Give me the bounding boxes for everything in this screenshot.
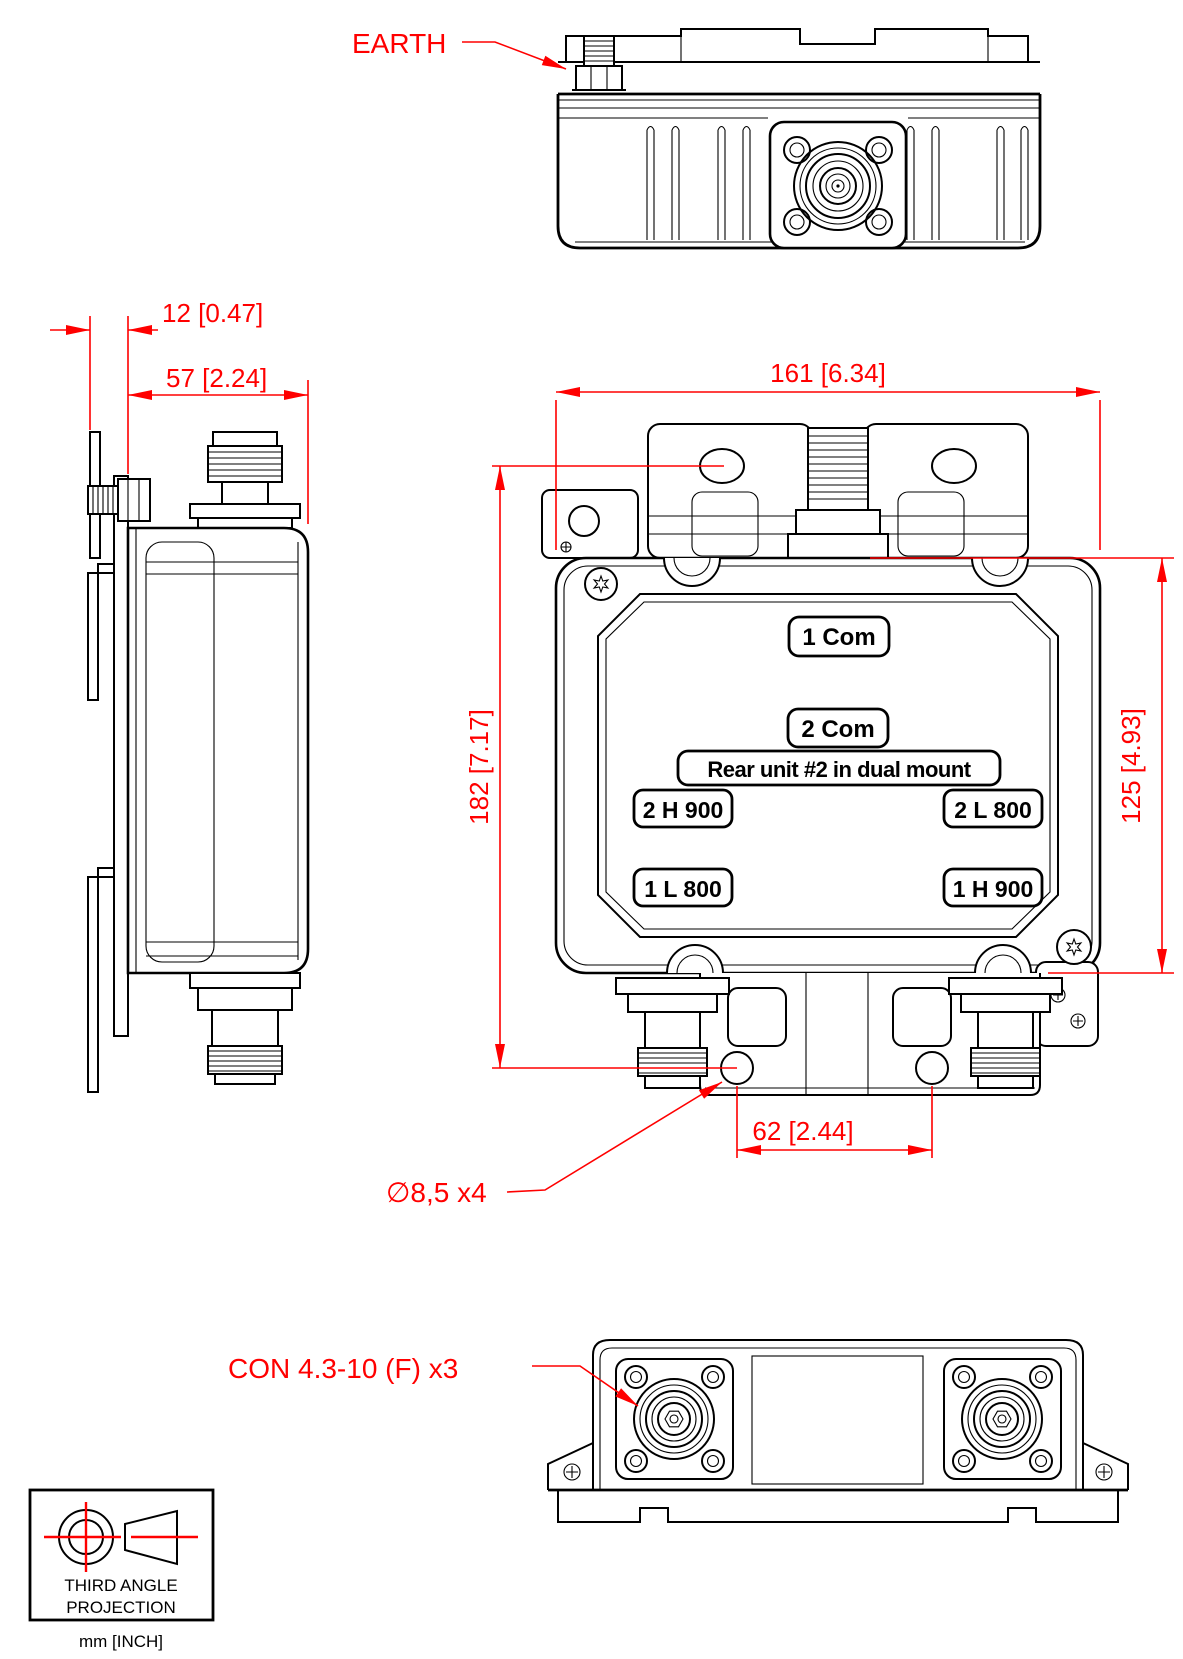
front-top-bracket	[647, 423, 1029, 560]
bottom-view-body	[592, 1339, 1084, 1490]
port-label-2l800: 2 L 800	[954, 797, 1032, 823]
port-label-1h900: 1 H 900	[953, 876, 1034, 902]
port-label-2-com: 2 Com	[801, 716, 874, 743]
front-torx-screw	[584, 567, 618, 601]
dim-125-text: 125 [4.93]	[1116, 708, 1146, 824]
side-earth-bolt	[87, 478, 151, 522]
dim-62: 62 [2.44]	[736, 1086, 933, 1158]
dim-62-text: 62 [2.44]	[752, 1116, 853, 1146]
dim-12: 12 [0.47]	[50, 298, 263, 474]
side-top-connector	[189, 431, 301, 529]
dim-182-text: 182 [7.17]	[464, 709, 494, 825]
connector-callout-text: CON 4.3-10 (F) x3	[228, 1353, 458, 1384]
side-view	[87, 431, 310, 1093]
front-view: 1 Com 2 Com Rear unit #2 in dual mount 2…	[541, 423, 1102, 1096]
port-label-1l800: 1 L 800	[644, 876, 722, 902]
side-view-bracket	[87, 431, 129, 1093]
hole-callout-text: ∅8,5 x4	[386, 1177, 487, 1208]
dim-161: 161 [6.34]	[555, 358, 1101, 550]
dim-161-text: 161 [6.34]	[770, 358, 886, 388]
bottom-view-base	[547, 1442, 1129, 1523]
side-bottom-connector	[189, 972, 301, 1085]
front-bottom-connector-right	[948, 977, 1063, 1089]
projection-symbol: THIRD ANGLE PROJECTION mm [INCH]	[28, 1488, 215, 1651]
dim-57: 57 [2.24]	[128, 363, 309, 524]
front-left-tab	[541, 489, 639, 559]
bottom-connector-right	[943, 1358, 1062, 1480]
port-label-1-com: 1 Com	[802, 624, 875, 651]
earth-callout-text: EARTH	[352, 28, 446, 59]
top-view	[556, 28, 1042, 250]
connector-callout: CON 4.3-10 (F) x3	[228, 1353, 639, 1407]
top-view-ribs	[646, 125, 1029, 240]
port-label-2h900: 2 H 900	[643, 797, 724, 823]
dim-125: 125 [4.93]	[870, 557, 1174, 974]
side-view-body	[126, 526, 310, 975]
earth-callout: EARTH	[352, 28, 567, 70]
projection-title-line2: PROJECTION	[66, 1598, 176, 1617]
front-bottom-bracket	[699, 973, 1041, 1096]
projection-units: mm [INCH]	[79, 1632, 163, 1651]
dim-12-text: 12 [0.47]	[162, 298, 263, 328]
projection-cone	[124, 1509, 178, 1566]
rear-unit-note: Rear unit #2 in dual mount	[707, 757, 971, 782]
bottom-view	[547, 1339, 1129, 1523]
top-connector-flange	[768, 120, 908, 250]
dim-57-text: 57 [2.24]	[166, 363, 267, 393]
front-bottom-scallops	[666, 944, 1032, 974]
front-port-labels: 1 Com 2 Com Rear unit #2 in dual mount 2…	[632, 615, 1044, 908]
projection-title-line1: THIRD ANGLE	[64, 1576, 177, 1595]
top-view-bracket	[565, 28, 1029, 62]
front-inner-face	[597, 593, 1059, 938]
front-top-scallops	[663, 557, 1029, 587]
front-bottom-connector-left	[615, 977, 730, 1089]
earth-bolt	[572, 35, 626, 91]
hole-callout: ∅8,5 x4	[386, 1081, 723, 1208]
dimensions: 12 [0.47] 57 [2.24] 161 [6.34] 182 [7.17…	[50, 28, 1174, 1407]
dim-182: 182 [7.17]	[464, 465, 737, 1069]
bottom-connector-left	[615, 1358, 734, 1480]
